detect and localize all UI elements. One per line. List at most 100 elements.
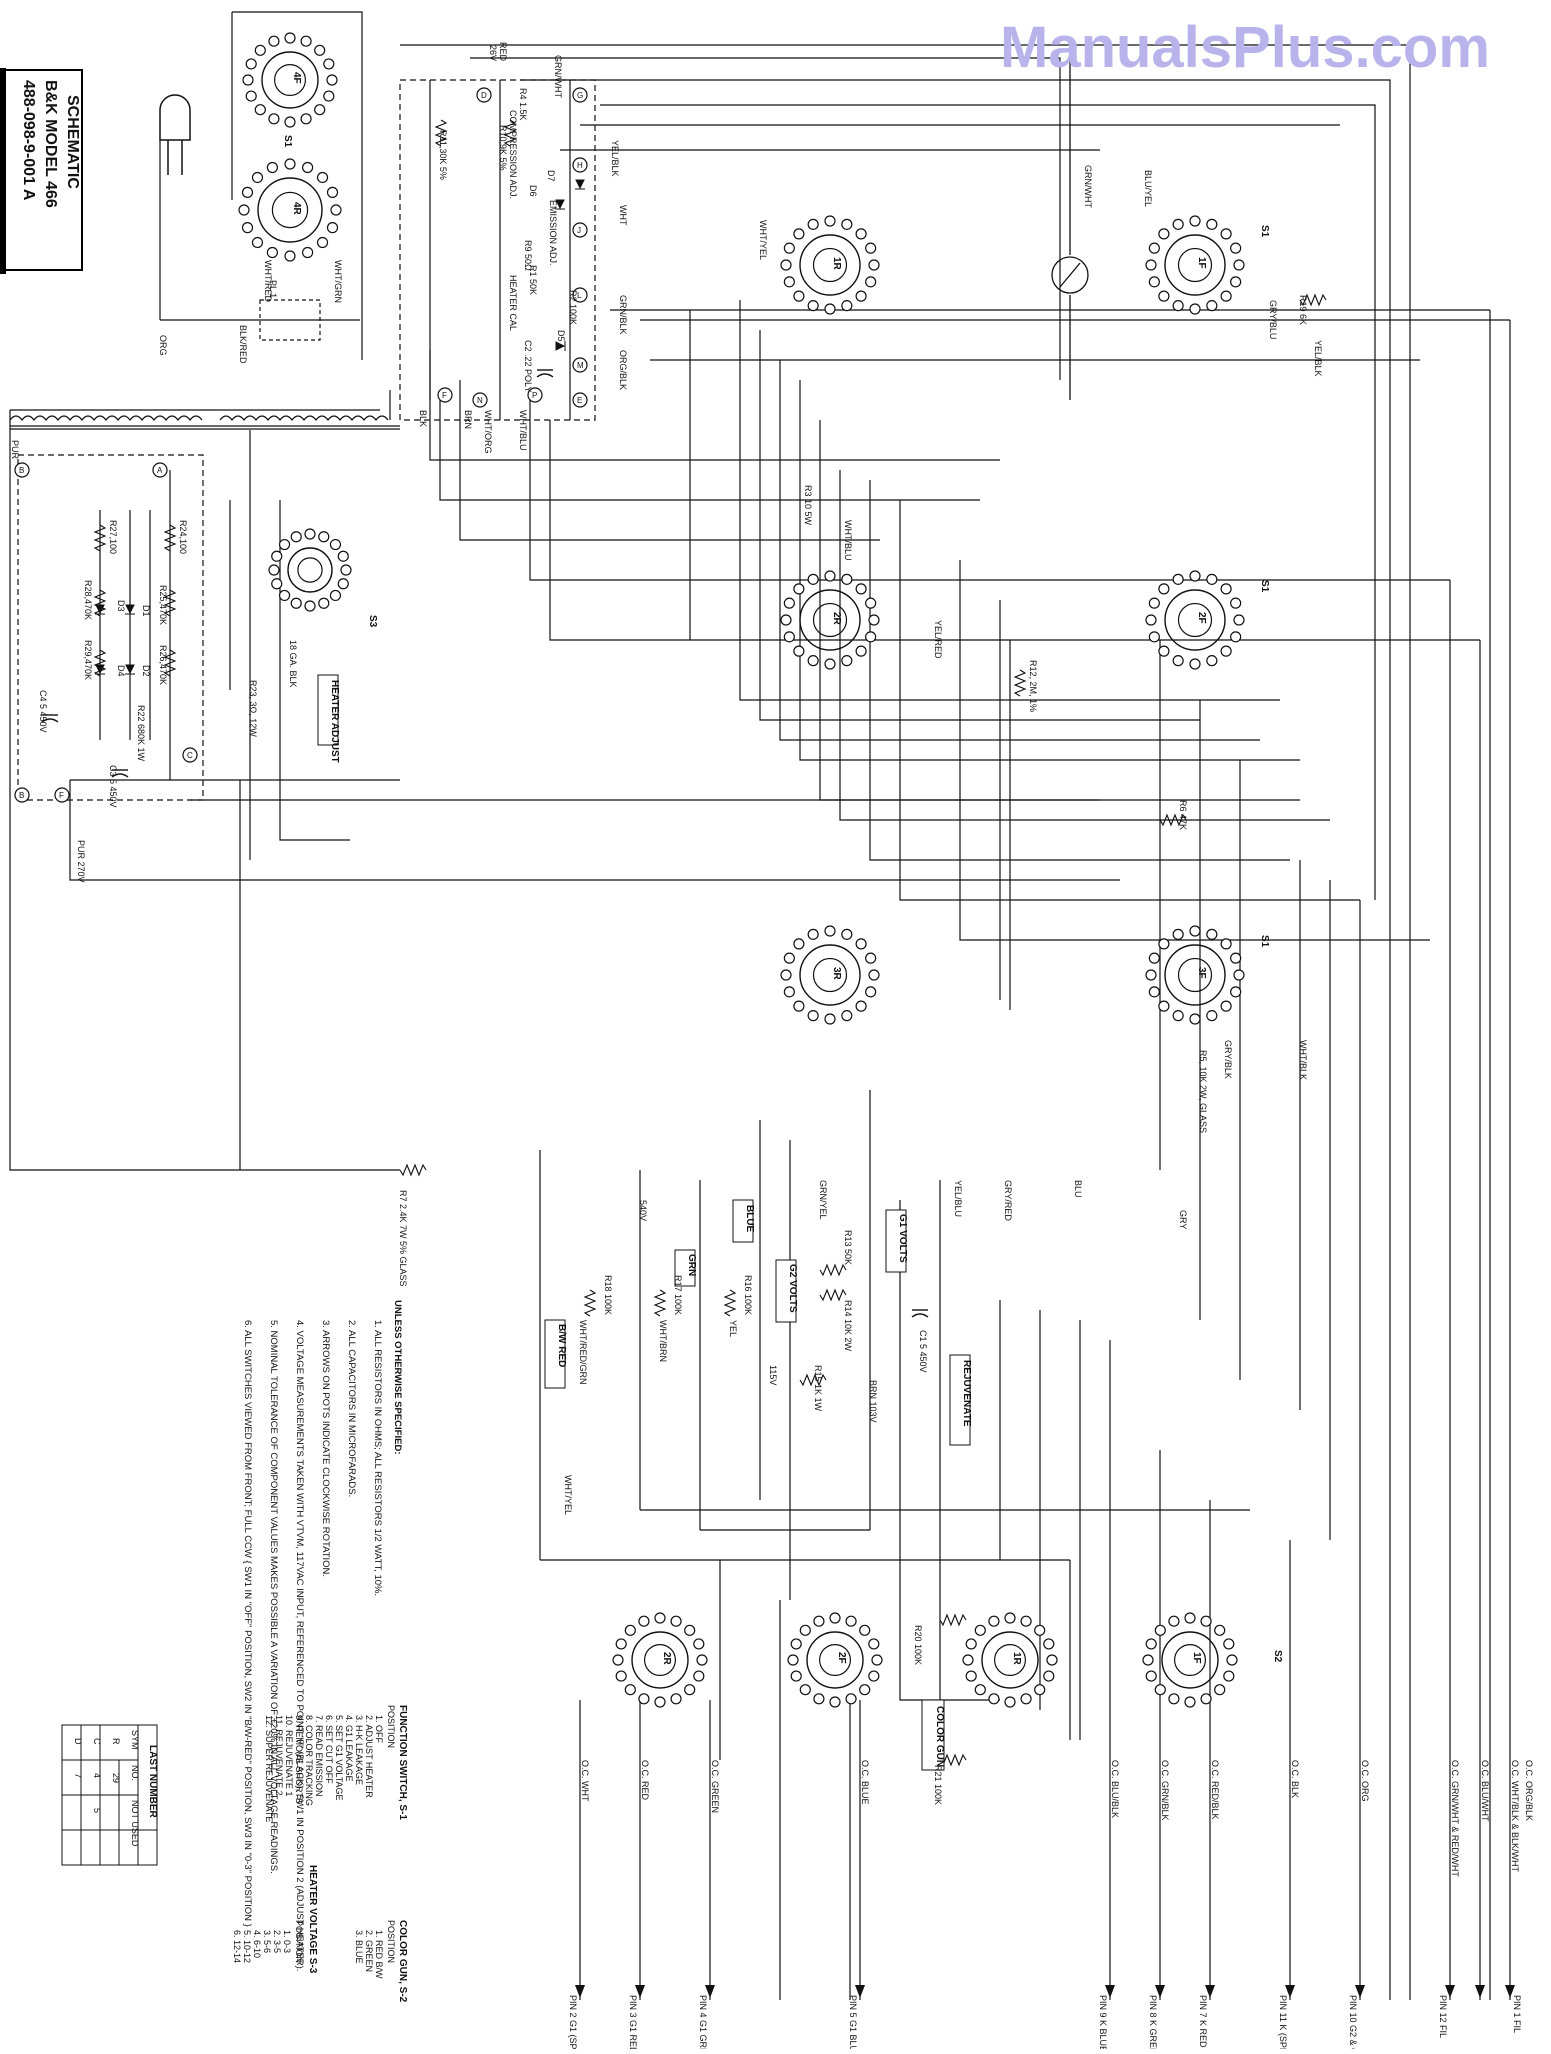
function-switch-item: 4. G1 LEAKAGE — [344, 1715, 354, 1782]
output-label: O.C. BLU/BLK — [1110, 1760, 1120, 1818]
component-r15: R15 1K 1W — [813, 1365, 823, 1412]
test-point-icon: L — [572, 287, 588, 303]
component-ga18: 18 GA. BLK — [288, 640, 298, 688]
function-switch-header: POSITION — [386, 1705, 396, 1748]
output-pin: PIN 11 K (SPEC) — [1278, 1995, 1288, 2049]
output-label: O.C. ORG — [1360, 1760, 1370, 1802]
arrow-down-icon — [1155, 1985, 1165, 1998]
wire-label: WHT/RED — [263, 260, 273, 302]
component-r28: R28,470K — [83, 580, 93, 620]
component-d3: D3 — [116, 600, 126, 612]
wire-label: WHT/YEL — [563, 1475, 573, 1515]
wire-label: ORG/BLK — [618, 350, 628, 390]
wire-label: YEL — [728, 1320, 738, 1337]
function-switch-item: 5. SET G1 VOLTAGE — [334, 1715, 344, 1801]
component-d6: D6 — [528, 185, 538, 197]
meter-icon — [1051, 60, 1089, 400]
note-item: 4. VOLTAGE MEASUREMENTS TAKEN WITH VTVM,… — [294, 1320, 305, 1971]
test-point-icon: J — [572, 222, 588, 238]
svg-text:M: M — [577, 361, 584, 370]
component-r16: R16 100K — [743, 1275, 753, 1315]
s3-label: S3 — [367, 615, 378, 628]
last-number-table — [61, 1724, 158, 1866]
last-number-cell: R — [111, 1738, 121, 1745]
s1-label-1f: S1 — [1259, 225, 1270, 238]
wire-label: YEL/RED — [933, 620, 943, 659]
wiring — [9, 11, 1511, 2000]
color-gun-switch-item: 2. GREEN — [364, 1930, 374, 1972]
arrow-down-icon — [1285, 1985, 1295, 1998]
note-item: 2. ALL CAPACITORS IN MICROFARADS. — [346, 1320, 357, 1497]
g1-volts-label: G1 VOLTS — [897, 1214, 908, 1263]
socket-s3-icon — [268, 528, 352, 612]
heater-adjust-label: HEATER ADJUST — [329, 680, 340, 763]
heater-switch-item: 5. 10-12 — [242, 1930, 252, 1963]
wire-label: GRN/WHT — [553, 55, 563, 98]
component-r17: R17 100K — [673, 1275, 683, 1315]
component-v270: PUR 270V — [76, 840, 86, 883]
component-r3: R3 10 5W — [803, 485, 813, 526]
wire-label: WHT/ORG — [483, 410, 493, 454]
color-gun-switch-title: COLOR GUN, S-2 — [397, 1920, 408, 2003]
heater-switch-title: HEATER VOLTAGE S-3 — [307, 1865, 318, 1974]
wire-label: WHT/BLU — [518, 410, 528, 451]
function-switch-item: 1. OFF — [374, 1715, 384, 1744]
resistor-symbols — [93, 119, 1327, 1767]
output-pin: PIN 3 G1 RED — [628, 1995, 638, 2049]
wire-label: WHT/YEL — [758, 220, 768, 260]
wire-label: WHT/RED/GRN — [578, 1320, 588, 1385]
output-pin: PIN 12 FIL — [1438, 1995, 1448, 2038]
svg-text:P: P — [532, 391, 537, 400]
arrow-down-icon — [1355, 1985, 1365, 1998]
note-item: 1. ALL RESISTORS IN OHMS; ALL RESISTORS … — [372, 1320, 383, 1596]
component-r21: R21 100K — [933, 1765, 943, 1805]
component-r13: R13 50K — [843, 1230, 853, 1265]
wire-label: BLU — [1073, 1180, 1083, 1198]
output-arrows — [575, 1985, 1515, 1998]
switch-labels: S1 S1 S1 S1 S2 S3 — [282, 135, 1283, 1663]
function-switch-item: 2. ADJUST HEATER — [364, 1715, 374, 1798]
socket-s2-1r-icon: 1R — [962, 1612, 1058, 1708]
test-point-icon: H — [572, 157, 588, 173]
socket-label: 1F — [1196, 257, 1207, 269]
s1-label-top: S1 — [282, 135, 293, 148]
component-r9: R9 50Ω — [523, 240, 533, 271]
component-r26: R26,470K — [158, 645, 168, 685]
color-gun-switch-table: COLOR GUN, S-2 POSITION 1. RED B/W2. GRE… — [354, 1920, 408, 2003]
output-label: O.C. GRN/WHT & RED/WHT — [1450, 1760, 1460, 1877]
socket-s2-2r-icon: 2R — [612, 1612, 708, 1708]
function-switch-item: 6. SET CUT OFF — [324, 1715, 334, 1784]
test-point-icon: P — [527, 387, 543, 403]
test-point-icon: C — [182, 747, 198, 763]
component-v115: 115V — [768, 1365, 778, 1385]
arrow-down-icon — [1205, 1985, 1215, 1998]
last-number-cell: 29 — [111, 1773, 121, 1783]
output-pin: PIN 5 G1 BLUE — [848, 1995, 858, 2049]
function-switch-item: 12. SUPER REJUVENATE — [264, 1715, 274, 1822]
component-v540: 540V — [638, 1200, 648, 1221]
function-switch-item: 11. REJUVENATE 2 — [274, 1715, 284, 1796]
grn-label: GRN — [686, 1254, 697, 1276]
svg-text:E: E — [577, 396, 582, 405]
title-line-3: 488-098-9-001 A — [20, 80, 37, 201]
output-label: O.C. BLK — [1290, 1760, 1300, 1798]
component-r18: R18 100K — [603, 1275, 613, 1315]
last-number-cell: C — [92, 1738, 102, 1745]
socket-label: 1F — [1191, 1652, 1202, 1664]
svg-text:B: B — [19, 466, 24, 475]
component-v26: 26V — [488, 45, 498, 61]
wire-label: GRN/WHT — [1083, 165, 1093, 208]
wire-label: WHT/BLU — [843, 520, 853, 561]
test-point-icon: A — [152, 462, 168, 478]
g2-volts-label: G2 VOLTS — [787, 1264, 798, 1313]
component-c3: C3 5 450V — [108, 765, 118, 808]
output-label: O.C. GREEN — [710, 1760, 720, 1813]
wire-label: GRN/YEL — [818, 1180, 828, 1220]
test-point-icon: B — [14, 462, 30, 478]
wire-label: GRY/BLU — [1268, 300, 1278, 339]
wire-label: YEL/BLK — [1313, 340, 1323, 377]
output-label: O.C. GRN/BLK — [1160, 1760, 1170, 1821]
socket-s1-3r-icon: 3R — [780, 925, 880, 1025]
component-r4: R4 1.5K — [518, 88, 528, 121]
